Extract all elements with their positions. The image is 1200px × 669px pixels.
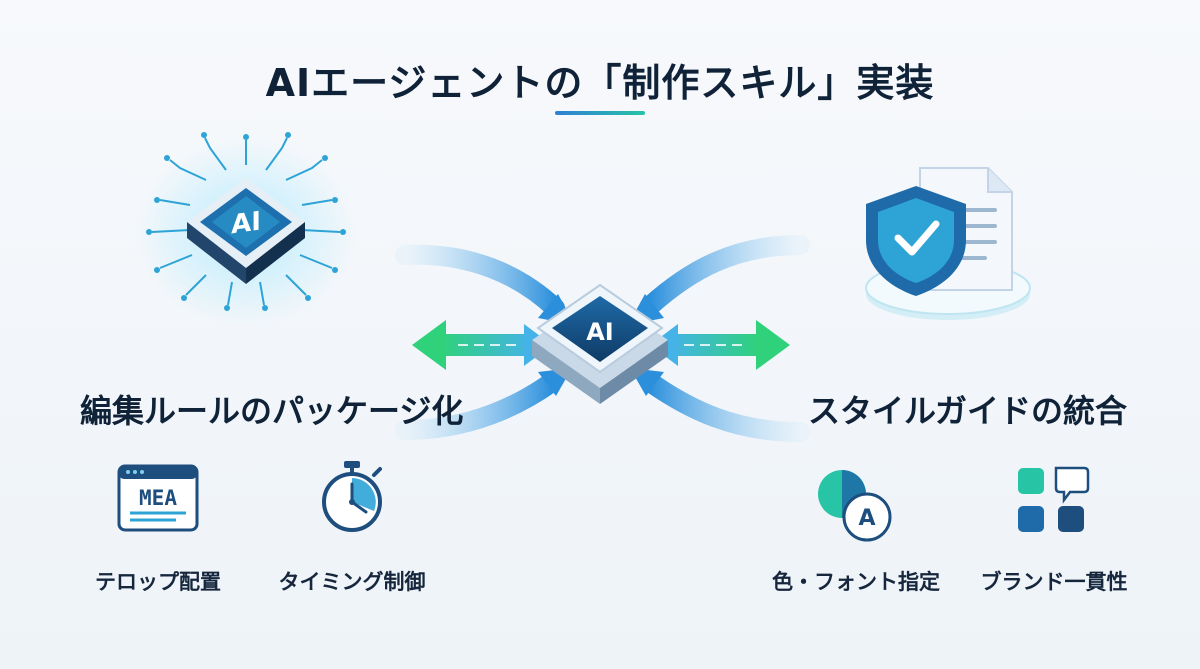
caption-window-text: MEA	[139, 486, 177, 510]
arrow-upper-left	[395, 244, 565, 318]
right-item-label-2: ブランド一貫性	[980, 570, 1128, 594]
arrow-lower-right	[640, 372, 810, 442]
left-item-label-2: タイミング制御	[278, 570, 426, 594]
arrow-left-horizontal	[440, 334, 532, 356]
brand-blocks-icon	[1018, 466, 1090, 532]
shield-document-icon	[865, 167, 1031, 320]
arrowhead-right-outer	[756, 320, 790, 370]
arrow-lower-left	[395, 372, 562, 440]
arrow-upper-right	[640, 235, 810, 316]
color-font-icon	[818, 470, 892, 542]
right-item-label-1: 色・フォント指定	[772, 570, 940, 594]
right-heading: スタイルガイドの統合	[808, 392, 1128, 430]
ai-chip-icon	[136, 132, 356, 327]
caption-window-icon	[117, 464, 199, 532]
arrowhead-left-outer	[412, 320, 446, 370]
page-title: AIエージェントの「制作スキル」実装	[265, 61, 935, 105]
center-hub	[532, 283, 668, 404]
stopwatch-icon	[322, 461, 382, 532]
title-underline	[555, 111, 645, 115]
arrow-right-horizontal	[670, 334, 760, 356]
ai-chip-label: AI	[231, 206, 261, 240]
center-hub-label: AI	[586, 318, 614, 346]
left-heading: 編集ルールのパッケージ化	[80, 392, 464, 430]
left-item-label-1: テロップ配置	[95, 570, 221, 594]
font-sample-letter: A	[858, 506, 875, 531]
